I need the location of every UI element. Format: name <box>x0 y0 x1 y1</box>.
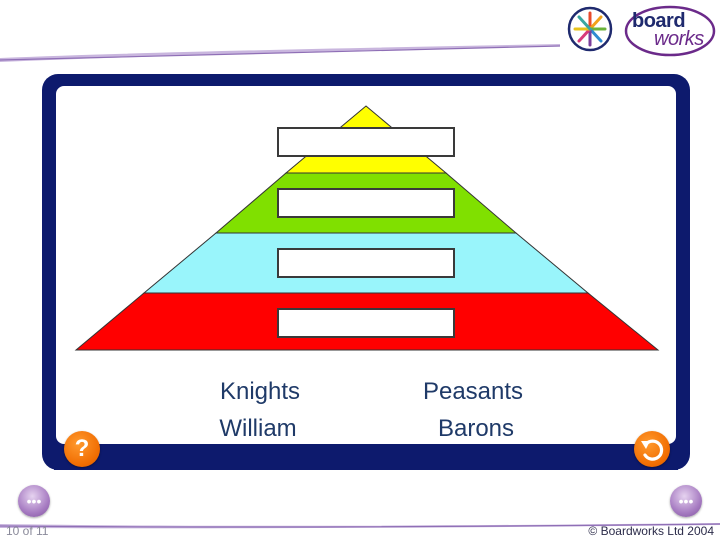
reset-button[interactable] <box>634 431 670 467</box>
help-icon: ? <box>74 435 90 462</box>
boardworks-logo: board works <box>624 4 716 58</box>
word-barons[interactable]: Barons <box>437 415 515 442</box>
answer-box-4[interactable] <box>277 308 455 338</box>
word-knights[interactable]: Knights <box>219 378 301 405</box>
answer-box-1[interactable] <box>277 127 455 157</box>
undo-icon <box>641 439 664 461</box>
next-arrow-icon: ••• <box>678 493 694 509</box>
help-button[interactable]: ? <box>64 431 100 467</box>
footer-swoosh <box>0 523 720 529</box>
boardworks-emblem-icon <box>567 6 613 52</box>
next-slide-button[interactable]: ••• <box>670 485 702 517</box>
logo-badge-shape <box>624 5 716 57</box>
word-peasants[interactable]: Peasants <box>422 378 524 405</box>
answer-box-2[interactable] <box>277 188 455 218</box>
header-swoosh <box>0 44 561 62</box>
logo-works-text: works <box>654 28 704 50</box>
word-william[interactable]: William <box>219 415 297 442</box>
answer-box-3[interactable] <box>277 248 455 278</box>
copyright-notice: © Boardworks Ltd 2004 <box>588 524 714 538</box>
slide-counter: 10 of 11 <box>6 524 49 538</box>
previous-slide-button[interactable]: ••• <box>18 485 50 517</box>
logo-board-text: board <box>632 10 686 32</box>
prev-arrow-icon: ••• <box>26 493 42 509</box>
